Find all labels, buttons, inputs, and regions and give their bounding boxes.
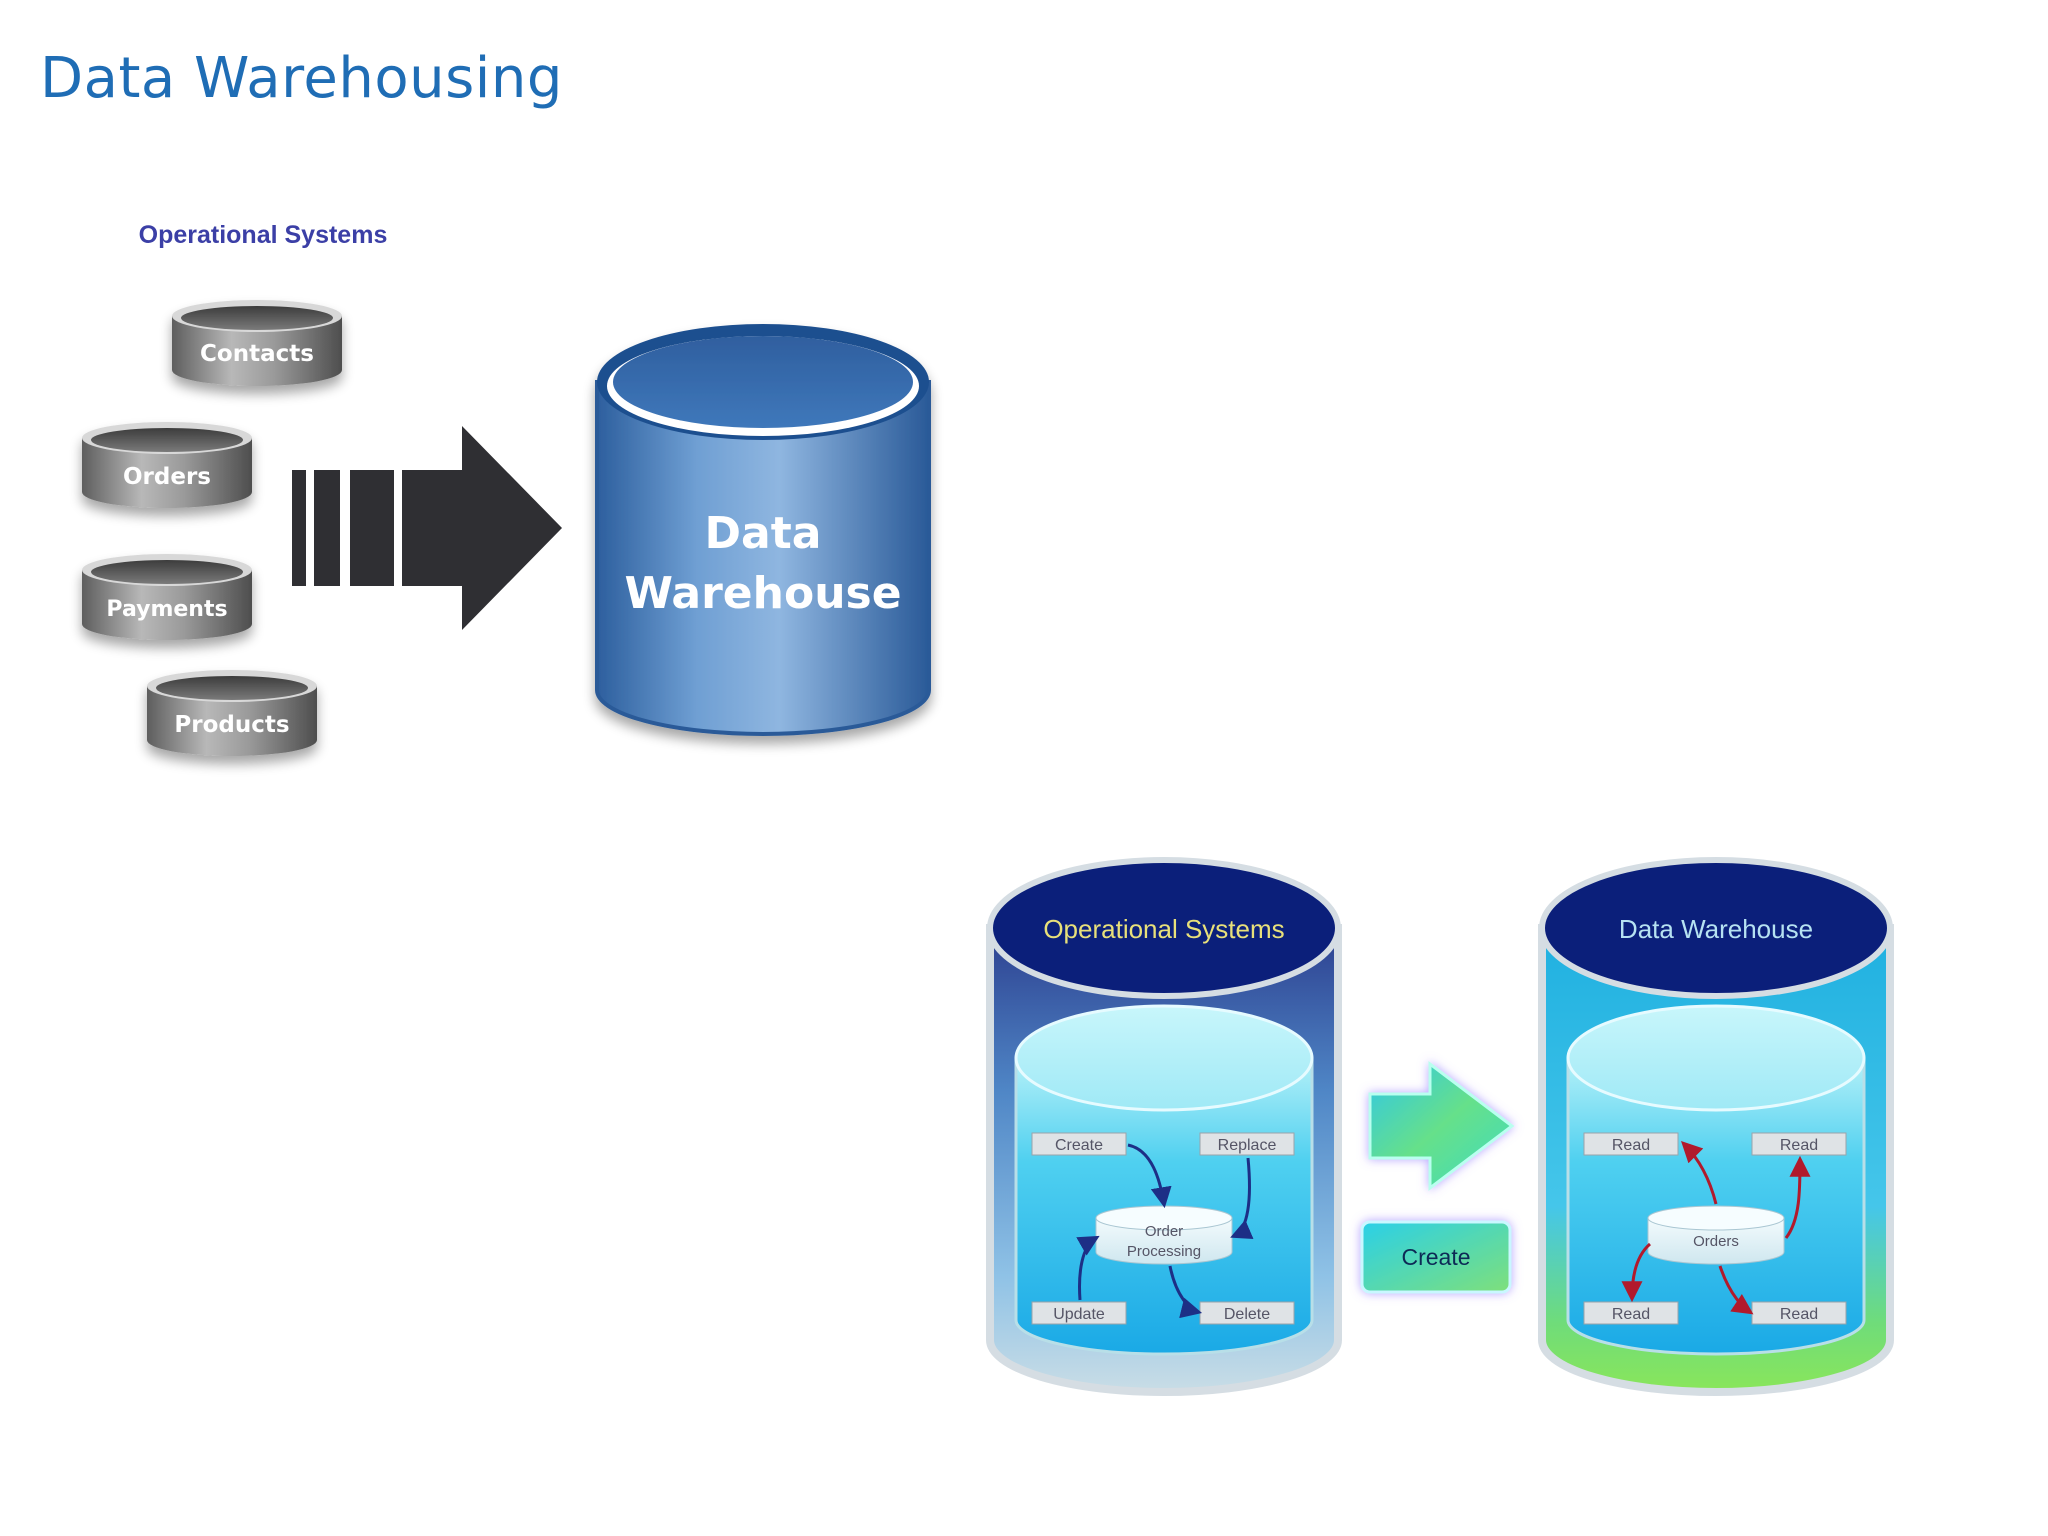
orders-node bbox=[1647, 1205, 1785, 1265]
products-cylinder bbox=[147, 670, 317, 756]
op-label-delete: Delete bbox=[1224, 1306, 1270, 1323]
operational-systems-heading: Operational Systems bbox=[139, 221, 388, 249]
contacts-cylinder bbox=[172, 300, 342, 386]
transfer-arrow bbox=[1368, 1060, 1515, 1192]
bottom-diagram: Operational Systems Create Replace Updat… bbox=[986, 857, 1894, 1396]
order-processing-node bbox=[1095, 1205, 1233, 1265]
right-flow-arrows bbox=[1621, 1141, 1811, 1315]
payments-cylinder bbox=[82, 554, 252, 640]
data-warehouse-cylinder bbox=[595, 324, 931, 736]
source-label-products: Products bbox=[174, 712, 289, 738]
orders-node-label: Orders bbox=[1693, 1233, 1739, 1250]
etl-arrow bbox=[292, 426, 562, 630]
create-action-box bbox=[1360, 1220, 1512, 1294]
warehouse-label-line2: Warehouse bbox=[624, 568, 901, 619]
left-container-title: Operational Systems bbox=[1043, 914, 1284, 944]
page-title: Data Warehousing bbox=[40, 46, 563, 111]
op-box-replace bbox=[1199, 1132, 1295, 1156]
order-processing-line2: Processing bbox=[1127, 1243, 1201, 1260]
read-label-top-left: Read bbox=[1612, 1137, 1650, 1154]
right-container-title: Data Warehouse bbox=[1619, 914, 1813, 944]
order-processing-line1: Order bbox=[1145, 1223, 1183, 1240]
read-label-bottom-right: Read bbox=[1780, 1306, 1818, 1323]
top-diagram: Operational Systems Contacts Orders Paym… bbox=[82, 221, 931, 756]
source-label-contacts: Contacts bbox=[200, 341, 314, 367]
op-label-replace: Replace bbox=[1218, 1137, 1277, 1154]
warehouse-label-line1: Data bbox=[705, 508, 822, 559]
read-box-top-left bbox=[1583, 1132, 1679, 1156]
op-label-update: Update bbox=[1053, 1306, 1105, 1323]
op-box-create bbox=[1031, 1132, 1127, 1156]
op-box-update bbox=[1031, 1301, 1127, 1325]
source-label-payments: Payments bbox=[106, 597, 227, 622]
op-label-create: Create bbox=[1055, 1137, 1103, 1154]
read-label-top-right: Read bbox=[1780, 1137, 1818, 1154]
orders-cylinder bbox=[82, 422, 252, 508]
left-flow-arrows bbox=[1076, 1143, 1254, 1319]
create-action-label: Create bbox=[1401, 1244, 1470, 1270]
read-label-bottom-left: Read bbox=[1612, 1306, 1650, 1323]
read-box-top-right bbox=[1751, 1132, 1847, 1156]
source-label-orders: Orders bbox=[123, 464, 211, 490]
